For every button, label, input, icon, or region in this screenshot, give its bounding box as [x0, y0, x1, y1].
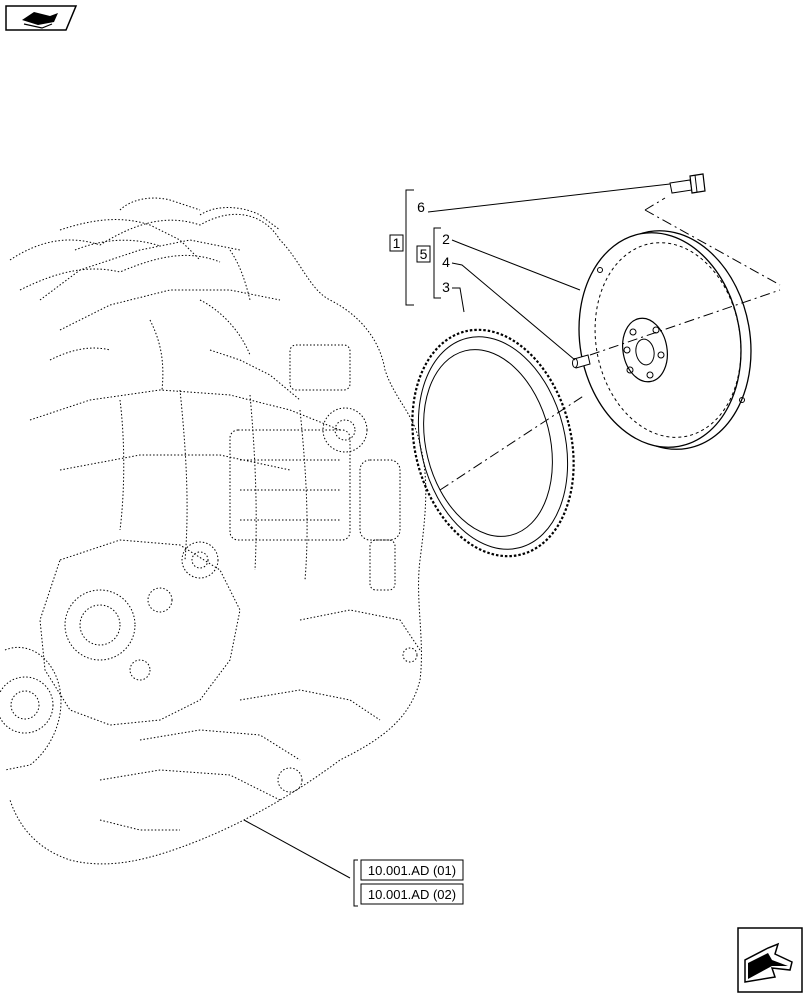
reference-box-2[interactable] — [360, 883, 464, 905]
callout-6: 6 — [417, 199, 425, 215]
callout-4: 4 — [442, 254, 450, 270]
bolt — [669, 173, 706, 194]
center-lines — [439, 197, 781, 491]
next-page-arrow-icon[interactable] — [737, 927, 803, 993]
flywheel — [578, 230, 752, 450]
ring-gear — [411, 328, 575, 558]
reference-link-1[interactable]: 10.001.AD (01) — [368, 863, 456, 878]
book-arrow-icon[interactable] — [5, 5, 78, 31]
callout-3: 3 — [442, 279, 450, 295]
callout-5: 5 — [420, 246, 428, 262]
leader-lines — [243, 183, 671, 879]
callout-1: 1 — [393, 235, 401, 251]
reference-box-1[interactable] — [360, 859, 464, 881]
reference-link-2[interactable]: 10.001.AD (02) — [368, 887, 456, 902]
callout-box-5 — [416, 245, 431, 263]
reference-labels: 10.001.AD (01) 10.001.AD (02) — [353, 859, 464, 907]
engine-block — [0, 197, 427, 865]
callout-2: 2 — [442, 231, 450, 247]
callout-group: 1 5 6 2 4 3 — [389, 189, 450, 306]
dowel-pin — [572, 354, 591, 369]
callout-box-1 — [389, 234, 404, 252]
